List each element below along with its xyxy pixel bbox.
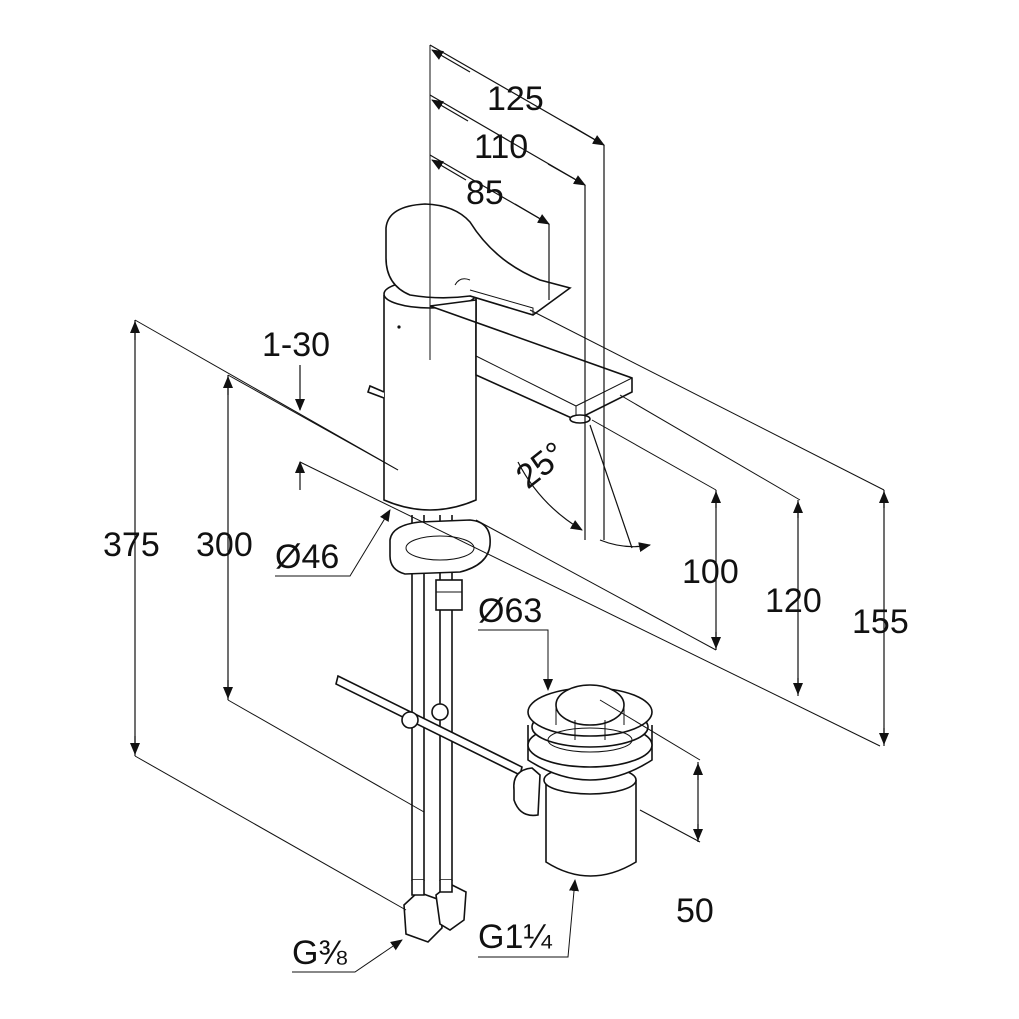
- label-g-3-8: G⅜: [292, 934, 347, 972]
- label-100: 100: [682, 553, 739, 591]
- popup-rod: [335, 674, 523, 777]
- label-1-30: 1-30: [262, 326, 330, 364]
- label-300: 300: [196, 526, 253, 564]
- label-110: 110: [474, 128, 528, 166]
- dimension-lines: [130, 44, 889, 973]
- label-dia-63: Ø63: [478, 592, 542, 630]
- label-dia-46: Ø46: [275, 538, 339, 576]
- mounting-set: [389, 515, 491, 943]
- label-g-1-1-4: G1¼: [478, 918, 552, 956]
- label-angle-25: 25°: [509, 435, 573, 497]
- dimension-labels: 125 110 85 1-30 375 300 Ø46 25° Ø63 100 …: [103, 80, 909, 972]
- label-50: 50: [676, 892, 714, 930]
- label-85: 85: [466, 174, 504, 212]
- waste-fitting: [513, 684, 653, 877]
- label-125: 125: [487, 80, 544, 118]
- label-155: 155: [852, 603, 909, 641]
- label-120: 120: [765, 582, 822, 620]
- label-375: 375: [103, 526, 160, 564]
